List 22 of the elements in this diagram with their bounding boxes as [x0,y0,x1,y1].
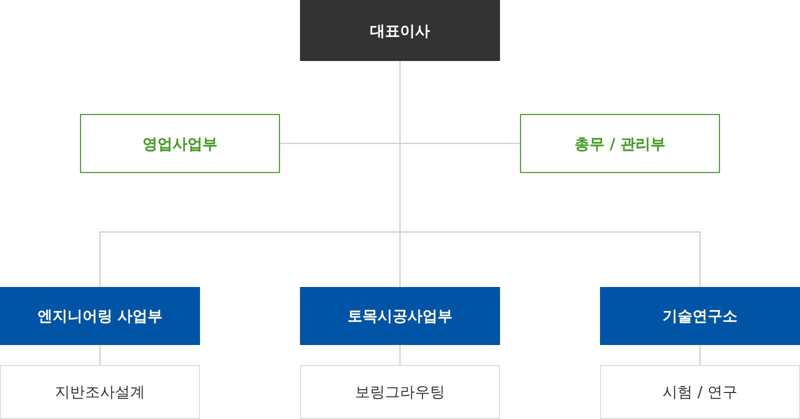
unit-label: 지반조사설계 [55,383,145,401]
executive-box [300,0,500,61]
department-box [520,114,720,173]
connector-line [400,143,520,144]
connector-line [100,232,400,288]
department-box [80,114,280,173]
unit-label: 총무 / 관리부 [574,134,666,152]
connector-line [280,143,400,144]
unit-label: 토목시공사업부 [348,307,452,325]
team-box [0,365,200,419]
team-box [300,365,500,419]
unit-label: 시험 / 연구 [662,383,738,401]
unit-label: 보링그라우팅 [355,383,445,401]
unit-label: 엔지니어링 사업부 [37,307,163,325]
unit-label: 영업사업부 [142,134,218,152]
unit-label: 대표이사 [370,22,430,40]
connector-line [400,232,700,288]
division-box [600,287,800,345]
unit-label: 기술연구소 [662,307,738,325]
division-box [300,287,500,345]
team-box [600,365,800,419]
division-box [0,287,200,345]
